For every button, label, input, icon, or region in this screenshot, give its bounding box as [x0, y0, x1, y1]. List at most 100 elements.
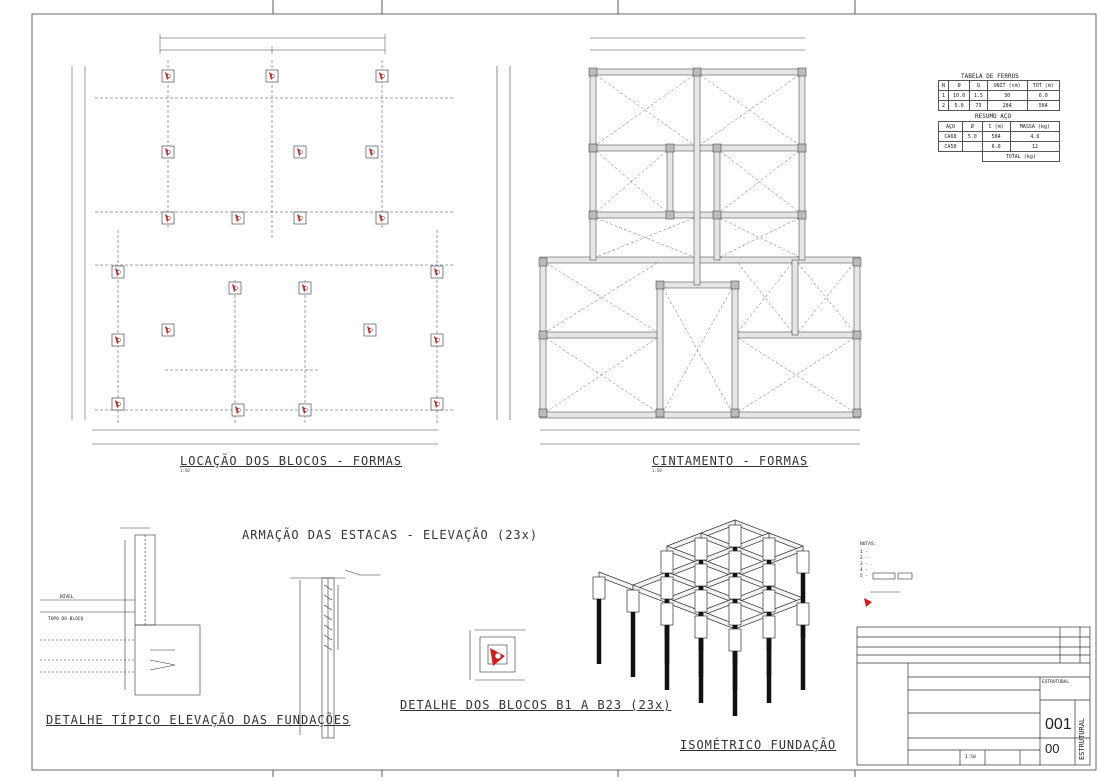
iso-block: [660, 550, 674, 574]
resumo-aco-title: RESUMO AÇO: [975, 113, 1012, 120]
pile-center: [167, 328, 171, 332]
iso-block: [796, 602, 810, 626]
pile-center: [117, 270, 121, 274]
label-nivel: NÍVEL: [60, 595, 74, 600]
slab-diagonal: [595, 74, 695, 146]
beam: [539, 411, 861, 419]
title-detalhe-tipico: DETALHE TÍPICO ELEVAÇÃO DAS FUNDAÇÕES: [46, 713, 351, 727]
iso-block: [762, 537, 776, 561]
column: [852, 330, 862, 340]
title-armacao: ARMAÇÃO DAS ESTACAS - ELEVAÇÃO (23x): [242, 528, 539, 542]
notas-title: NOTAS:: [860, 542, 877, 547]
column: [538, 257, 548, 267]
column: [712, 210, 722, 220]
resumo-aco-row-cell: CA50: [938, 141, 963, 152]
tabela-ferros-row-cell: 1.5: [969, 90, 988, 101]
column: [665, 210, 675, 220]
pile-center: [436, 402, 440, 406]
iso-block: [694, 563, 708, 587]
tabela-ferros-header-cell: TOT (m): [1026, 80, 1061, 91]
column: [852, 408, 862, 418]
slab-diagonal: [545, 337, 658, 413]
beam: [666, 147, 674, 216]
beam: [713, 147, 721, 261]
column: [588, 143, 598, 153]
resumo-aco-header-cell: C (m): [981, 121, 1011, 132]
resumo-aco-header-cell: AÇO: [938, 121, 963, 132]
beam: [656, 284, 664, 416]
scale-locacao: 1:50: [180, 468, 190, 473]
slab-diagonal: [737, 262, 793, 333]
nota-item: 5 -: [860, 574, 869, 579]
beam: [798, 71, 806, 261]
beam: [589, 71, 597, 261]
pile-center: [436, 338, 440, 342]
pile-center: [117, 338, 121, 342]
iso-block: [694, 537, 708, 561]
resumo-aco-row-cell: 6.0: [981, 141, 1011, 152]
resumo-aco-row-cell: 12: [1009, 141, 1061, 152]
tabela-ferros-header-cell: Q: [969, 80, 988, 91]
pile-center: [237, 216, 241, 220]
beam: [693, 71, 701, 286]
nota-item: 1 -: [860, 550, 869, 555]
column: [852, 257, 862, 267]
slab-diagonal: [719, 217, 800, 258]
tabela-ferros-row-cell: 5.0: [947, 100, 971, 111]
iso-block: [728, 576, 742, 600]
slab-diagonal: [737, 337, 855, 413]
iso-block: [796, 550, 810, 574]
iso-block: [660, 602, 674, 626]
pile-center: [167, 150, 171, 154]
beam: [539, 331, 661, 339]
slab-diagonal: [737, 262, 793, 333]
slab-diagonal: [545, 262, 658, 333]
iso-block: [728, 550, 742, 574]
iso-block: [762, 563, 776, 587]
resumo-aco-header-cell: Ø: [961, 121, 983, 132]
tabela-ferros-row-cell: 30: [986, 90, 1028, 101]
resumo-aco-row-cell: 584: [981, 131, 1011, 142]
column: [797, 67, 807, 77]
pile-center: [304, 286, 308, 290]
tb-revisao: 00: [1045, 741, 1060, 756]
iso-block: [728, 602, 742, 626]
tb-prancha: 001: [1045, 716, 1072, 733]
column: [797, 210, 807, 220]
nota-item: 4 -: [860, 568, 869, 573]
beam: [791, 259, 799, 336]
column: [730, 280, 740, 290]
tabela-ferros-row-cell: 1: [938, 90, 949, 101]
column: [665, 143, 675, 153]
column: [712, 143, 722, 153]
pile-center: [234, 286, 238, 290]
resumo-total-label: TOTAL (kg): [981, 151, 1061, 162]
pile-center: [167, 216, 171, 220]
resumo-aco-row-cell: 4.6: [1009, 131, 1061, 142]
tabela-ferros-row-cell: 6.0: [1026, 90, 1061, 101]
column: [588, 67, 598, 77]
slab-diagonal: [719, 150, 800, 213]
beam: [731, 284, 739, 416]
tabela-ferros-header-cell: UNIT (cm): [986, 80, 1028, 91]
column: [730, 408, 740, 418]
tabela-ferros-header-cell: N: [938, 80, 949, 91]
pile-center: [381, 216, 385, 220]
column: [692, 67, 702, 77]
slab-diagonal: [662, 287, 733, 413]
iso-block: [626, 589, 640, 613]
slab-diagonal: [737, 337, 855, 413]
title-cintamento: CINTAMENTO - FORMAS: [652, 454, 809, 468]
tb-vertical-label: ESTRUTURAL: [1078, 717, 1086, 760]
slab-diagonal: [719, 217, 800, 258]
scale-cintamento: 1:50: [652, 468, 662, 473]
iso-block: [728, 524, 742, 548]
title-detalhe-blocos: DETALHE DOS BLOCOS B1 A B23 (23x): [400, 698, 672, 712]
column: [797, 143, 807, 153]
iso-block: [728, 628, 742, 652]
tabela-ferros-row-cell: 2: [938, 100, 949, 111]
slab-diagonal: [719, 150, 800, 213]
